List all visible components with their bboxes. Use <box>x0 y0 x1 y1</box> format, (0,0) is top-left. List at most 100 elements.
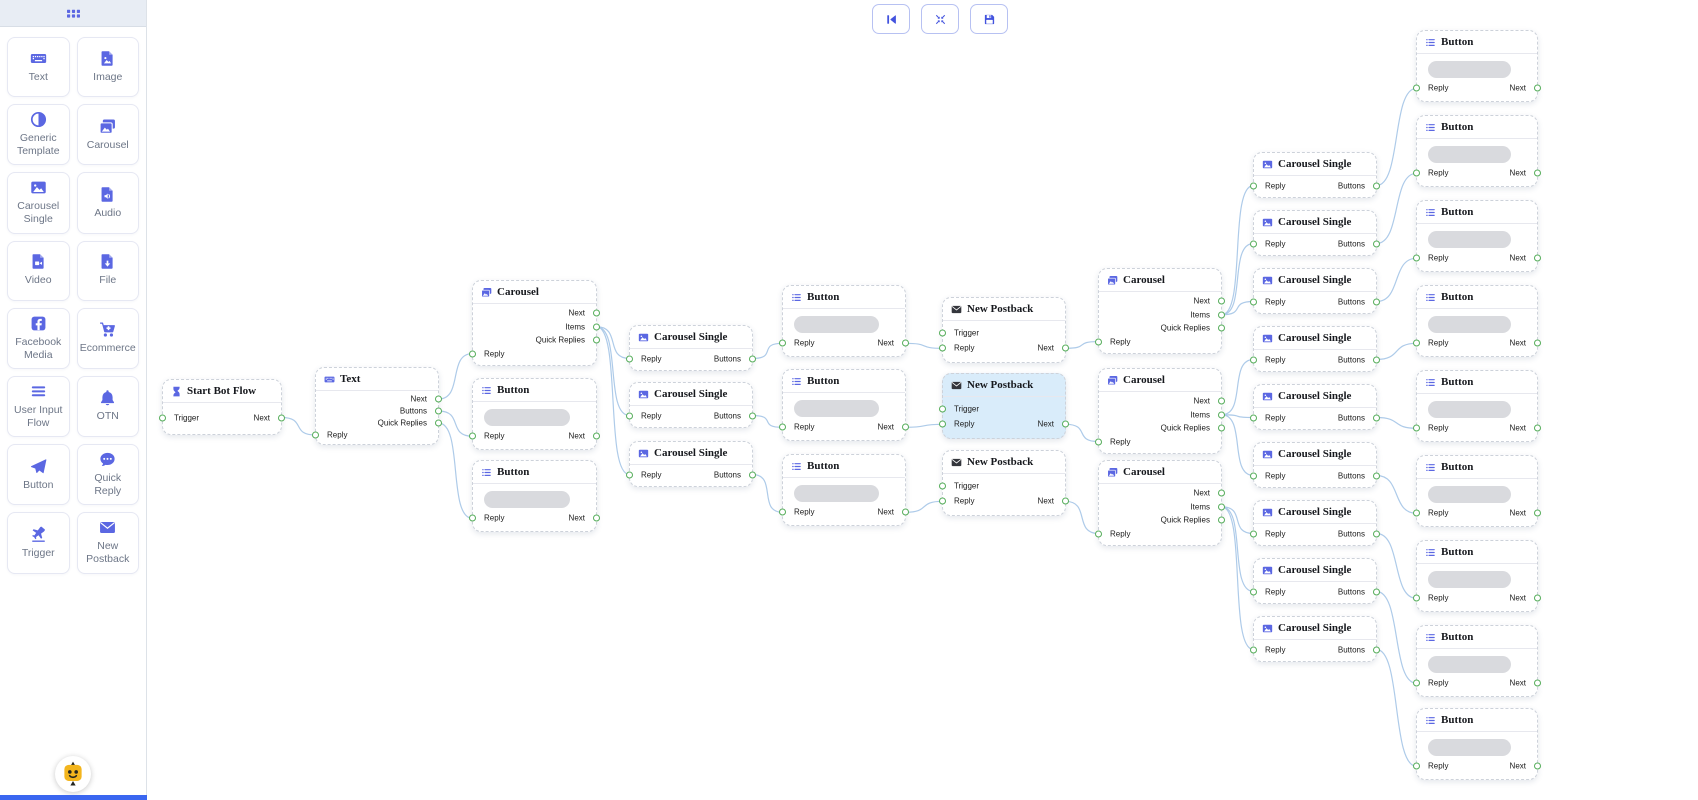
sidebar-item-otn[interactable]: OTN <box>76 375 139 437</box>
port-reply-dot[interactable] <box>626 471 633 478</box>
sidebar-item-carousel-single[interactable]: Carousel Single <box>7 172 70 234</box>
sidebar-item-image[interactable]: Image <box>76 37 139 97</box>
port-items-dot[interactable] <box>593 323 600 331</box>
port-reply-dot[interactable] <box>1250 356 1257 363</box>
port-quick-replies-dot[interactable] <box>1218 324 1225 332</box>
sidebar-item-trigger[interactable]: Trigger <box>7 512 70 574</box>
port-quick-replies-dot[interactable] <box>435 419 442 427</box>
port-next-dot[interactable] <box>435 395 442 403</box>
port-next-dot[interactable] <box>1062 344 1069 352</box>
port-next-dot[interactable] <box>1534 679 1541 687</box>
port-next-dot[interactable] <box>902 423 909 431</box>
port-next-dot[interactable] <box>278 414 285 421</box>
port-buttons-dot[interactable] <box>1373 240 1380 247</box>
port-next-dot[interactable] <box>1534 254 1541 262</box>
port-buttons-dot[interactable] <box>1373 646 1380 653</box>
port-reply-dot[interactable] <box>939 497 946 505</box>
port-next-dot[interactable] <box>1062 497 1069 505</box>
port-reply-dot[interactable] <box>1413 594 1420 602</box>
port-buttons-dot[interactable] <box>435 407 442 415</box>
port-reply-dot[interactable] <box>1250 588 1257 595</box>
port-buttons-dot[interactable] <box>1373 414 1380 421</box>
port-reply-dot[interactable] <box>1413 339 1420 347</box>
port-reply-dot[interactable] <box>1413 424 1420 432</box>
port-next-dot[interactable] <box>593 309 600 317</box>
port-next-dot[interactable] <box>1534 594 1541 602</box>
port-reply-dot[interactable] <box>1250 530 1257 537</box>
port-next-dot[interactable] <box>1534 509 1541 517</box>
port-reply-dot[interactable] <box>1250 646 1257 653</box>
port-trigger-dot[interactable] <box>939 329 946 337</box>
port-next-dot[interactable] <box>1218 397 1225 405</box>
port-next-dot[interactable] <box>1534 84 1541 92</box>
port-reply-dot[interactable] <box>779 339 786 347</box>
bot-launcher[interactable] <box>55 756 91 792</box>
sidebar-item-audio[interactable]: Audio <box>76 172 139 234</box>
port-reply-dot[interactable] <box>312 431 319 439</box>
port-next-dot[interactable] <box>1534 339 1541 347</box>
port-quick-replies-dot[interactable] <box>1218 424 1225 432</box>
fit-view-button[interactable] <box>921 4 959 34</box>
port-reply-dot[interactable] <box>1250 414 1257 421</box>
port-trigger-dot[interactable] <box>939 482 946 490</box>
port-reply-dot[interactable] <box>779 508 786 516</box>
port-reply-dot[interactable] <box>1250 240 1257 247</box>
port-next-dot[interactable] <box>902 339 909 347</box>
port-reply-dot[interactable] <box>469 514 476 522</box>
sidebar-item-button[interactable]: Button <box>7 444 70 506</box>
port-reply-dot[interactable] <box>1095 530 1102 538</box>
port-items-dot[interactable] <box>1218 411 1225 419</box>
port-reply-dot[interactable] <box>626 355 633 362</box>
sidebar-item-new-postback[interactable]: New Postback <box>76 512 139 574</box>
port-reply-dot[interactable] <box>1413 169 1420 177</box>
port-reply-dot[interactable] <box>1095 438 1102 446</box>
port-buttons-dot[interactable] <box>749 355 756 362</box>
port-buttons-dot[interactable] <box>1373 530 1380 537</box>
port-next-dot[interactable] <box>1534 424 1541 432</box>
port-items-dot[interactable] <box>1218 311 1225 319</box>
port-quick-replies-dot[interactable] <box>1218 516 1225 524</box>
port-next-dot[interactable] <box>593 432 600 440</box>
port-reply-dot[interactable] <box>779 423 786 431</box>
port-next-dot[interactable] <box>1534 762 1541 770</box>
sidebar-item-file[interactable]: File <box>76 240 139 301</box>
port-reply-dot[interactable] <box>1095 338 1102 346</box>
port-reply-dot[interactable] <box>1413 84 1420 92</box>
sidebar-item-text[interactable]: Text <box>7 37 70 97</box>
port-buttons-dot[interactable] <box>1373 356 1380 363</box>
sidebar-item-ecommerce[interactable]: Ecommerce <box>76 307 139 369</box>
skip-to-start-button[interactable] <box>872 4 910 34</box>
port-reply-dot[interactable] <box>1250 298 1257 305</box>
port-items-dot[interactable] <box>1218 503 1225 511</box>
sidebar-item-facebook-media[interactable]: Facebook Media <box>7 307 70 369</box>
save-button[interactable] <box>970 4 1008 34</box>
widgets-grid-button[interactable] <box>60 5 87 22</box>
port-buttons-dot[interactable] <box>1373 472 1380 479</box>
port-next-dot[interactable] <box>1218 297 1225 305</box>
port-reply-dot[interactable] <box>939 344 946 352</box>
port-reply-dot[interactable] <box>1413 762 1420 770</box>
